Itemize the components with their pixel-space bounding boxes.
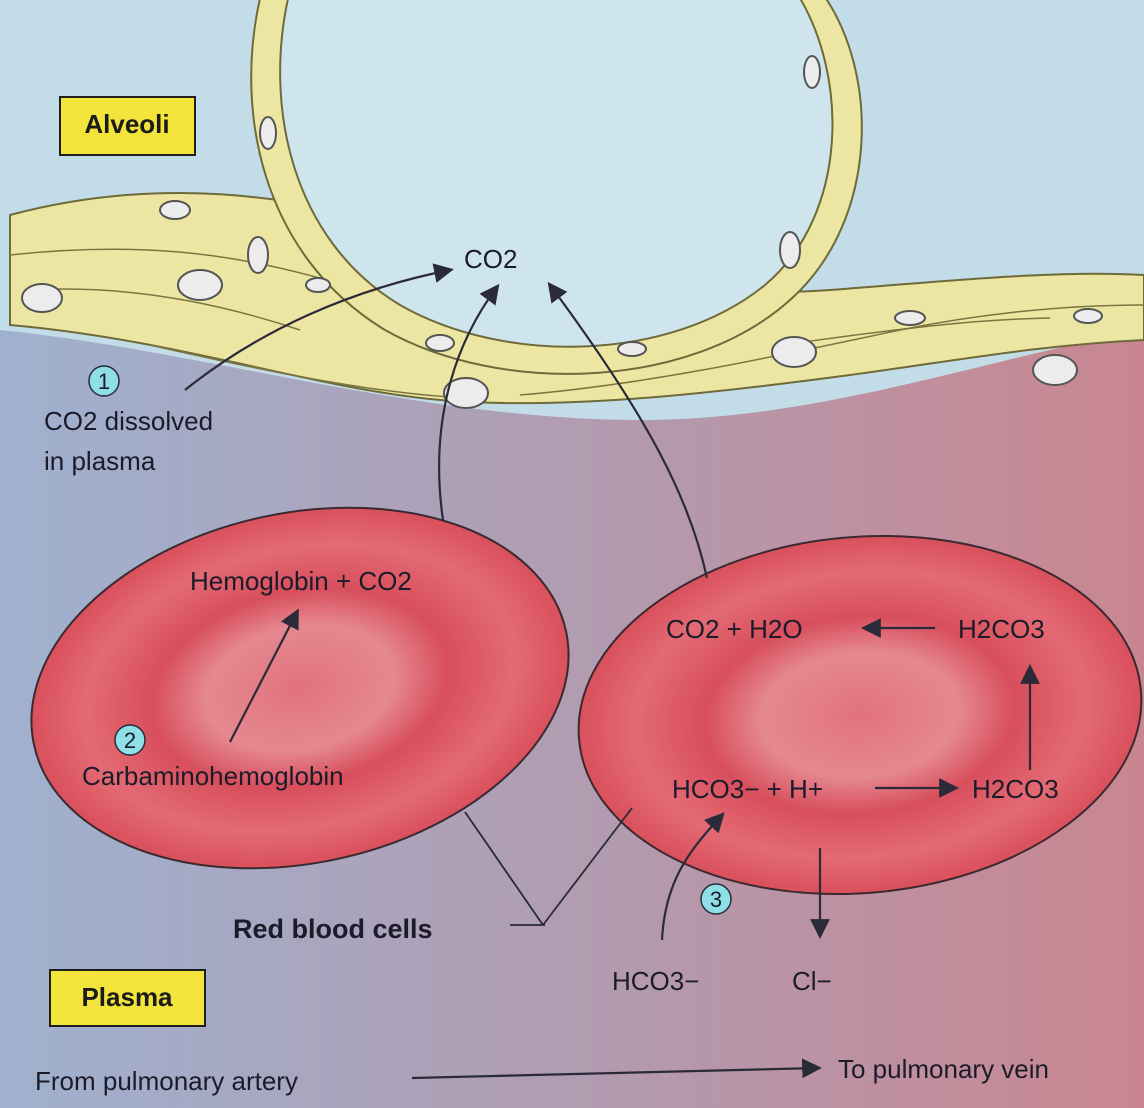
hco3-h-label: HCO3− + H+ [672, 774, 823, 804]
red-blood-cells-label: Red blood cells [233, 914, 433, 944]
svg-text:Plasma: Plasma [81, 982, 173, 1012]
co2-dissolved-label: CO2 dissolved [44, 406, 213, 436]
cl-plasma-label: Cl− [792, 966, 832, 996]
hemoglobin-co2-label: Hemoglobin + CO2 [190, 566, 412, 596]
svg-text:2: 2 [124, 728, 136, 753]
co2-alveolus-label: CO2 [464, 244, 517, 274]
h2co3-bottom-label: H2CO3 [972, 774, 1059, 804]
step-marker-2: 2 [115, 725, 145, 755]
svg-text:1: 1 [98, 369, 110, 394]
step-marker-3: 3 [701, 884, 731, 914]
h2co3-top-label: H2CO3 [958, 614, 1045, 644]
label-alveoli: Alveoli [60, 97, 195, 155]
co2-h2o-label: CO2 + H2O [666, 614, 803, 644]
svg-text:Alveoli: Alveoli [84, 109, 169, 139]
in-plasma-label: in plasma [44, 446, 156, 476]
to-pulmonary-vein-label: To pulmonary vein [838, 1054, 1049, 1084]
step-marker-1: 1 [89, 366, 119, 396]
label-plasma: Plasma [50, 970, 205, 1026]
svg-text:3: 3 [710, 887, 722, 912]
from-pulmonary-artery-label: From pulmonary artery [35, 1066, 298, 1096]
hco3-plasma-label: HCO3− [612, 966, 699, 996]
carbaminohemoglobin-label: Carbaminohemoglobin [82, 761, 344, 791]
